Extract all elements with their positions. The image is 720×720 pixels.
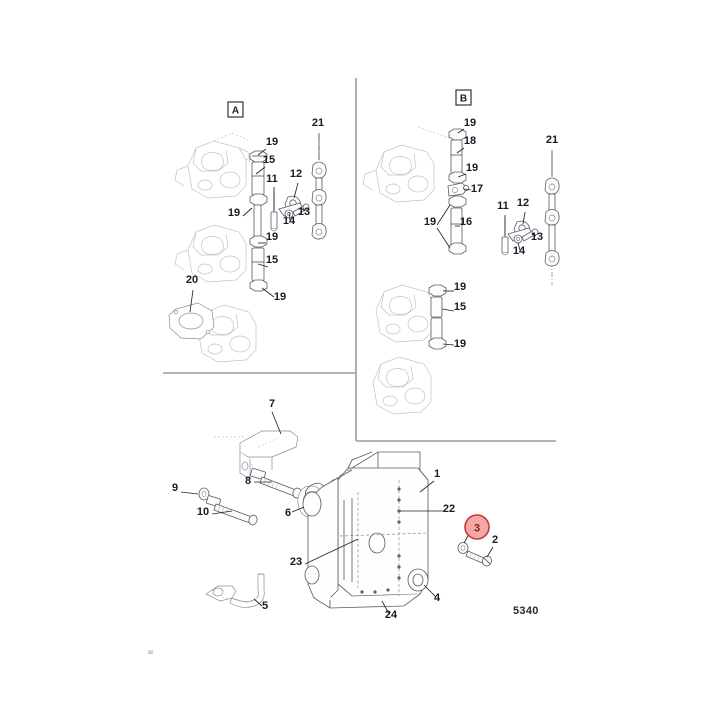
callout-m-23[interactable]: 23 bbox=[290, 556, 302, 568]
callout-b-19-5[interactable]: 19 bbox=[454, 338, 466, 350]
callout-m-22[interactable]: 22 bbox=[443, 503, 455, 515]
callout-m-9[interactable]: 9 bbox=[172, 482, 178, 494]
section-label-b: B bbox=[455, 89, 472, 106]
callout-b-16[interactable]: 16 bbox=[460, 216, 472, 228]
rocker-arm-assembly-a bbox=[270, 191, 310, 232]
callout-m-10[interactable]: 10 bbox=[197, 506, 209, 518]
callout-b-19-top[interactable]: 19 bbox=[464, 117, 476, 129]
fastener-group-2 bbox=[457, 542, 492, 567]
washer-9 bbox=[198, 487, 210, 501]
pushrod-stack-b bbox=[447, 128, 469, 255]
callout-m-24[interactable]: 24 bbox=[385, 609, 398, 621]
cylinder-head-middle-b bbox=[375, 284, 435, 343]
cylinder-head-lower-b bbox=[372, 356, 432, 415]
bolt-10 bbox=[205, 495, 258, 526]
main-assembly-artwork bbox=[198, 430, 492, 609]
section-dividers bbox=[163, 78, 556, 442]
callout-a-20[interactable]: 20 bbox=[186, 274, 198, 286]
pushrod-tube-a-lower bbox=[249, 235, 268, 292]
gasket-plate-20 bbox=[168, 302, 215, 340]
callout-a-15-low[interactable]: 15 bbox=[266, 254, 278, 266]
callout-b-19-2[interactable]: 19 bbox=[466, 162, 478, 174]
callout-m-7[interactable]: 7 bbox=[269, 398, 275, 410]
callout-b-19-4[interactable]: 19 bbox=[454, 281, 466, 293]
section-a-letter: A bbox=[232, 106, 239, 117]
callout-a-19-mid[interactable]: 19 bbox=[228, 207, 240, 219]
callout-b-17[interactable]: 17 bbox=[471, 183, 483, 195]
callout-a-21[interactable]: 21 bbox=[312, 117, 324, 129]
callout-a-19-low[interactable]: 19 bbox=[266, 231, 278, 243]
drawing-number: 5340 bbox=[513, 605, 539, 617]
scan-artifact bbox=[148, 650, 153, 654]
callout-b-21[interactable]: 21 bbox=[546, 134, 558, 146]
callout-b-12[interactable]: 12 bbox=[517, 197, 529, 209]
callout-b-18[interactable]: 18 bbox=[464, 135, 476, 147]
callout-m-8[interactable]: 8 bbox=[245, 475, 251, 487]
callout-a-14[interactable]: 14 bbox=[283, 215, 296, 227]
bracket-5 bbox=[205, 573, 265, 608]
callout-m-4[interactable]: 4 bbox=[434, 592, 441, 604]
section-label-a: A bbox=[227, 101, 244, 118]
callout-b-11[interactable]: 11 bbox=[497, 200, 509, 212]
cylinder-head-upper-b bbox=[362, 144, 435, 203]
section-a-artwork bbox=[168, 132, 327, 363]
highlight-part-number: 3 bbox=[474, 523, 480, 535]
callout-b-13[interactable]: 13 bbox=[531, 231, 543, 243]
highlight-marker-part-3[interactable]: 3 bbox=[464, 514, 490, 540]
adaptor-housing-1 bbox=[302, 451, 429, 609]
section-b-letter: B bbox=[460, 94, 467, 105]
cylinder-head-middle-a bbox=[174, 224, 247, 283]
pushrod-stack-b-lower bbox=[428, 284, 447, 350]
callout-a-19-top[interactable]: 19 bbox=[266, 136, 278, 148]
rocker-arm-assembly-b bbox=[501, 218, 539, 256]
callout-a-15-top[interactable]: 15 bbox=[263, 154, 275, 166]
callouts-section-b: 19 18 21 19 17 11 12 19 16 14 13 19 15 19 bbox=[424, 117, 558, 350]
callout-a-19-bot[interactable]: 19 bbox=[274, 291, 286, 303]
callout-a-13[interactable]: 13 bbox=[298, 206, 310, 218]
bracket-7 bbox=[239, 430, 299, 480]
callout-m-1[interactable]: 1 bbox=[434, 468, 440, 480]
callout-b-14[interactable]: 14 bbox=[513, 245, 526, 257]
cylinder-head-upper-a bbox=[174, 140, 251, 199]
linkage-21-a bbox=[311, 135, 327, 240]
callout-b-19-3[interactable]: 19 bbox=[424, 216, 436, 228]
callout-m-6[interactable]: 6 bbox=[285, 507, 291, 519]
callout-m-2[interactable]: 2 bbox=[492, 534, 498, 546]
callout-a-11[interactable]: 11 bbox=[266, 173, 278, 185]
callout-a-12[interactable]: 12 bbox=[290, 168, 302, 180]
callout-b-15[interactable]: 15 bbox=[454, 301, 466, 313]
callout-m-5[interactable]: 5 bbox=[262, 600, 268, 612]
